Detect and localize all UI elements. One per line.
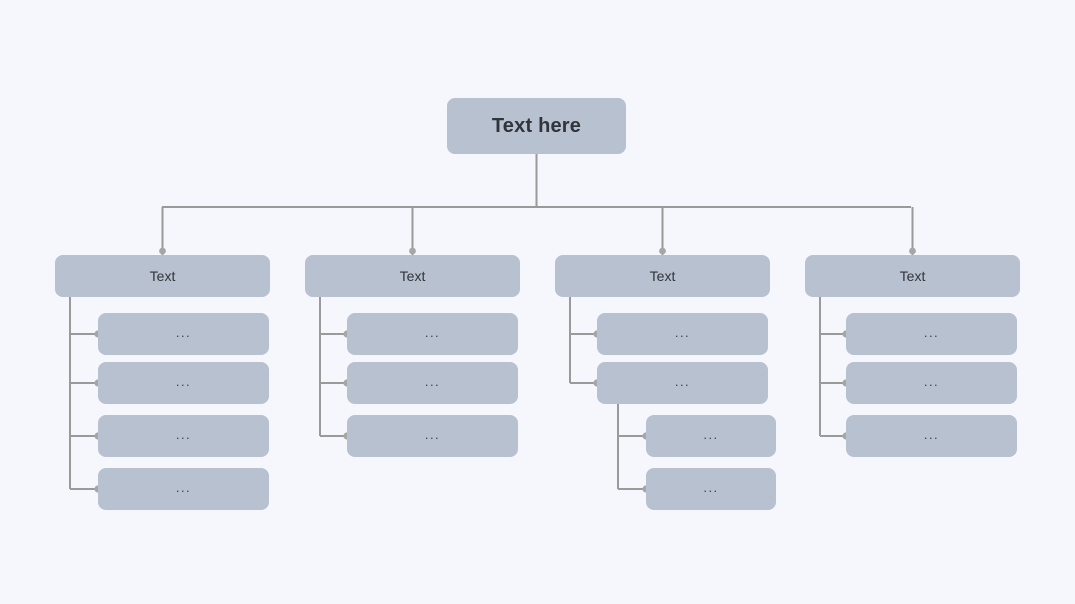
leaf-node-label: ... (424, 324, 441, 340)
branch-node[interactable]: Text (55, 255, 270, 297)
branch-node-label: Text (149, 268, 176, 284)
branch-node[interactable]: Text (305, 255, 520, 297)
leaf-node-label: ... (175, 324, 192, 340)
leaf-node[interactable]: ... (846, 415, 1017, 457)
leaf-node[interactable]: ... (347, 415, 518, 457)
leaf-node-label: ... (674, 324, 691, 340)
leaf-node-label: ... (923, 324, 940, 340)
branch-node-label: Text (399, 268, 426, 284)
leaf-node[interactable]: ... (646, 468, 776, 510)
leaf-node[interactable]: ... (98, 468, 269, 510)
leaf-node-label: ... (175, 373, 192, 389)
leaf-node-label: ... (175, 426, 192, 442)
leaf-node-label: ... (175, 479, 192, 495)
leaf-node-label: ... (703, 426, 719, 442)
leaf-node-label: ... (923, 373, 940, 389)
leaf-node-label: ... (674, 373, 691, 389)
leaf-node-label: ... (424, 373, 441, 389)
leaf-node[interactable]: ... (597, 362, 768, 404)
root-node[interactable]: Text here (447, 98, 626, 154)
leaf-node-label: ... (424, 426, 441, 442)
root-node-label: Text here (491, 114, 582, 137)
leaf-node-label: ... (923, 426, 940, 442)
leaf-node[interactable]: ... (98, 313, 269, 355)
leaf-node-label: ... (703, 479, 719, 495)
branch-node[interactable]: Text (805, 255, 1020, 297)
leaf-node[interactable]: ... (846, 362, 1017, 404)
branch-node-label: Text (899, 268, 926, 284)
leaf-node[interactable]: ... (98, 415, 269, 457)
leaf-node[interactable]: ... (347, 362, 518, 404)
leaf-node[interactable]: ... (846, 313, 1017, 355)
leaf-node[interactable]: ... (347, 313, 518, 355)
branch-node-label: Text (649, 268, 676, 284)
leaf-node[interactable]: ... (646, 415, 776, 457)
leaf-node[interactable]: ... (98, 362, 269, 404)
leaf-node[interactable]: ... (597, 313, 768, 355)
branch-node[interactable]: Text (555, 255, 770, 297)
